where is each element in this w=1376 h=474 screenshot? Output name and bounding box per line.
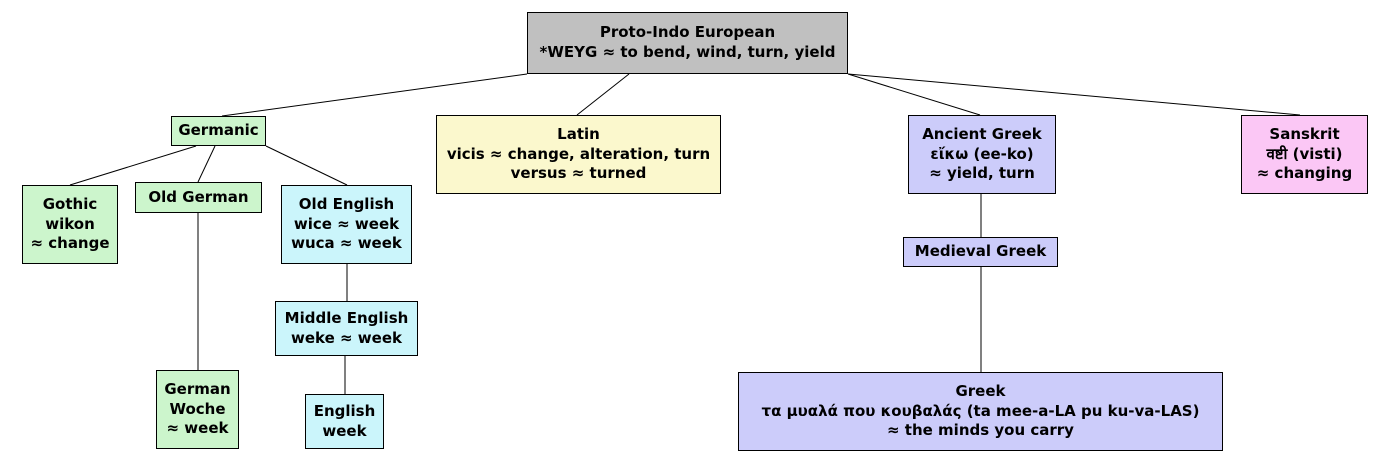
node-proto-indo-european-line-0: Proto-Indo European [599,23,776,42]
node-gothic-line-2: ≈ change [30,234,110,253]
node-english-week-line-1: week [322,421,367,440]
node-old-english-line-2: wuca ≈ week [291,234,402,253]
edge-pie-to-latin [576,73,630,116]
node-old-english-line-0: Old English [298,194,395,213]
node-german-woche-line-0: German [164,379,231,398]
node-germanic[interactable]: Germanic [171,116,266,146]
node-proto-indo-european[interactable]: Proto-Indo European*WEYG ≈ to bend, wind… [527,12,848,74]
node-proto-indo-european-line-1: *WEYG ≈ to bend, wind, turn, yield [539,43,836,61]
node-german-woche-line-1: Woche [169,399,226,418]
node-middle-english-line-0: Middle English [284,308,409,327]
node-latin-line-2: versus ≈ turned [510,164,647,183]
node-medieval-greek[interactable]: Medieval Greek [903,237,1058,267]
node-middle-english-line-1: weke ≈ week [291,328,402,347]
node-old-german-line-0: Old German [148,187,249,206]
node-old-german[interactable]: Old German [135,182,262,213]
edge-pie-to-ancient-greek [847,73,981,116]
node-germanic-line-0: Germanic [178,121,259,140]
edge-germanic-to-gothic [69,145,197,186]
edge-germanic-to-old-english [265,145,348,186]
edge-germanic-to-old-german [197,145,216,183]
node-german-woche-line-2: ≈ week [166,419,229,438]
node-medieval-greek-line-0: Medieval Greek [914,242,1047,261]
node-greek-line-0: Greek [955,381,1006,400]
node-sanskrit-line-0: Sanskrit [1269,124,1340,143]
node-gothic-line-1: wikon [45,214,95,233]
node-sanskrit-line-2: ≈ changing [1256,164,1353,183]
node-ancient-greek-line-2: ≈ yield, turn [929,164,1035,183]
node-ancient-greek-line-0: Ancient Greek [922,124,1042,143]
edge-pie-to-germanic [221,73,528,117]
node-english-week-line-0: English [313,401,376,420]
node-latin-line-1: vicis ≈ change, alteration, turn [446,144,711,163]
node-greek-line-1: τα μυαλά που κουβαλάς (ta mee-a-LA pu ku… [761,401,1200,420]
node-old-english-line-1: wice ≈ week [293,214,400,233]
node-latin-line-0: Latin [557,124,600,143]
node-greek-line-2: ≈ the minds you carry [887,421,1074,440]
node-sanskrit-line-1: वष्टी (visti) [1266,144,1343,163]
node-ancient-greek-line-1: εἴκω (ee-ko) [930,144,1034,163]
edge-pie-to-sanskrit [847,73,1301,116]
node-gothic-line-0: Gothic [42,194,98,213]
